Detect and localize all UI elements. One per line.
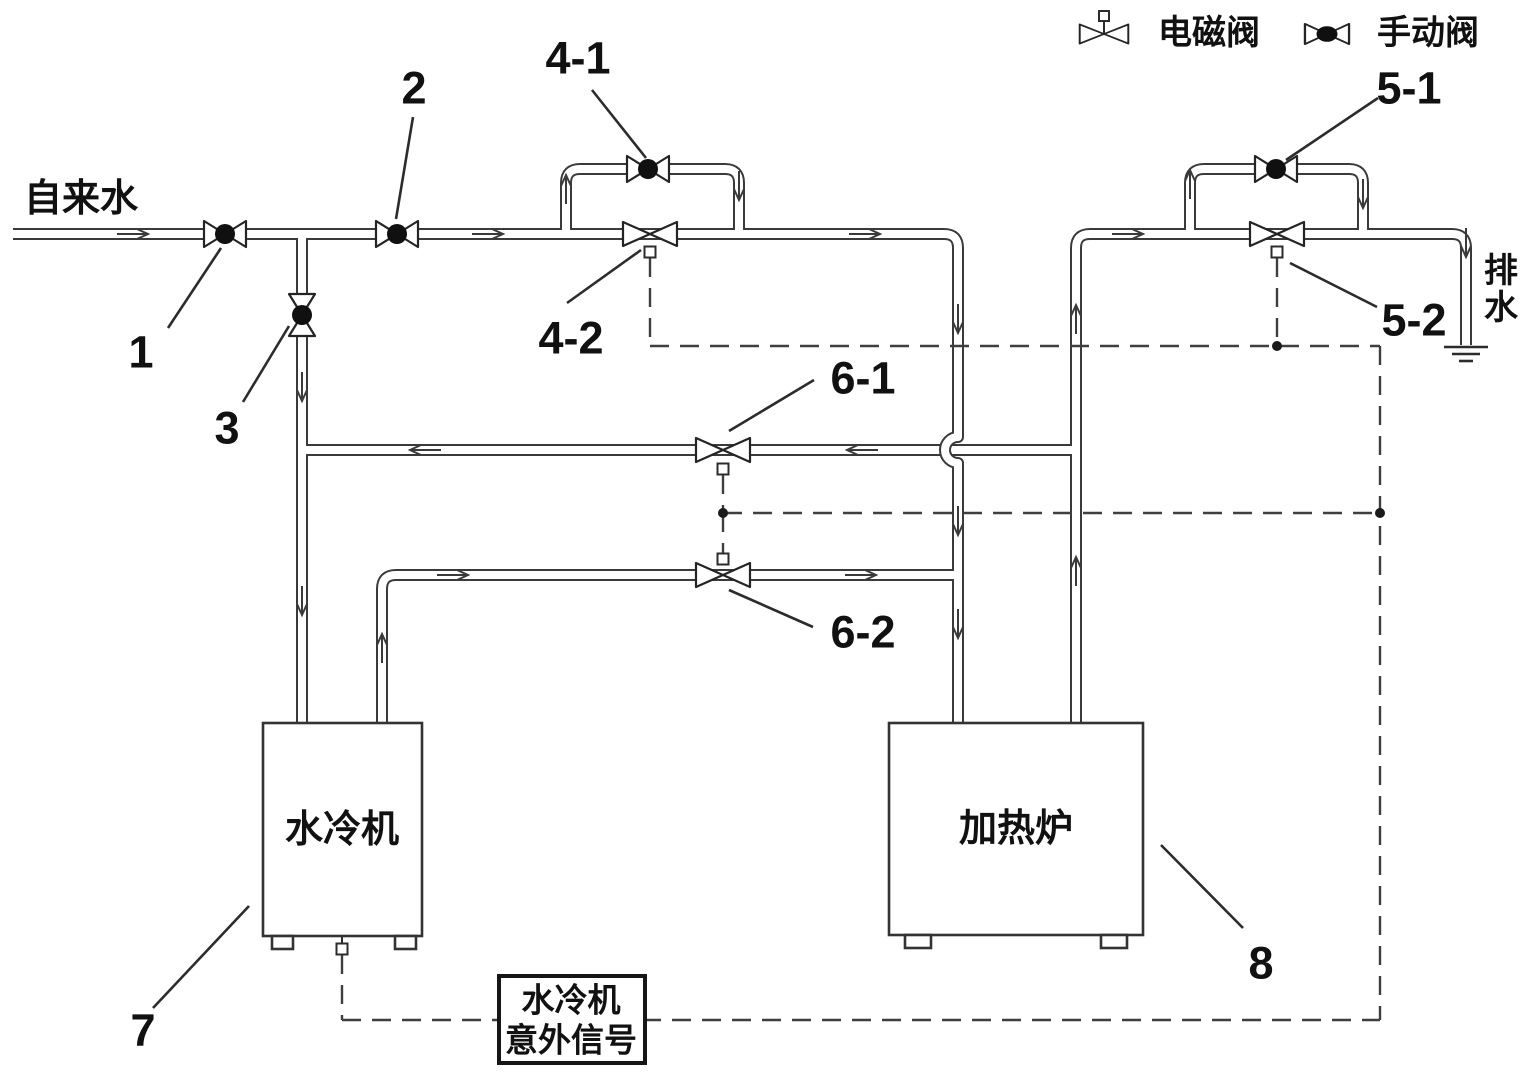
- flow-arrow: [849, 228, 883, 240]
- callout-labels: 1 2 3 4-1 4-2 5-1 5-2 6-1 6-2 7 8: [128, 33, 1446, 1056]
- drain-label-top: 排: [1484, 252, 1518, 290]
- flow-arrow: [376, 631, 388, 663]
- signal-box-line1: 水冷机: [522, 982, 621, 1019]
- callout-2: 2: [401, 63, 426, 114]
- valve-6-2-solenoid: [694, 561, 752, 589]
- legend-solenoid-label: 电磁阀: [1158, 14, 1260, 52]
- signal-lines: [340, 258, 1385, 1022]
- callout-4-2: 4-2: [538, 313, 603, 364]
- callout-3: 3: [214, 403, 239, 454]
- flow-arrow: [952, 506, 964, 538]
- flow-arrow: [844, 444, 878, 456]
- flow-arrow: [1112, 228, 1146, 240]
- flow-arrow: [733, 171, 745, 203]
- valve-4-2-actuator-square: [643, 245, 657, 259]
- flow-arrow: [1460, 228, 1472, 260]
- legend-manual-label: 手动阀: [1377, 14, 1479, 52]
- flow-arrow: [845, 569, 879, 581]
- valve-5-1-manual: [1253, 154, 1299, 184]
- chiller-signal-port: [335, 942, 349, 956]
- callout-6-1: 6-1: [830, 353, 895, 404]
- signal-box-line2: 意外信号: [505, 1022, 637, 1059]
- flow-arrow: [472, 228, 506, 240]
- flow-arrow: [296, 586, 308, 618]
- flow-arrow: [407, 444, 441, 456]
- valve-2-manual: [374, 219, 420, 249]
- valve-5-2-solenoid: [1248, 220, 1306, 248]
- chiller-foot-right: [393, 934, 418, 951]
- flow-arrow: [296, 372, 308, 404]
- flow-arrow: [1070, 302, 1082, 334]
- furnace-foot-left: [903, 933, 933, 950]
- flow-arrow: [437, 569, 471, 581]
- valve-1-manual: [202, 219, 248, 249]
- flow-arrows: [117, 167, 1472, 663]
- valve-3-manual: [287, 292, 317, 338]
- signal-junction-dot: [718, 508, 728, 518]
- signal-junction-dot: [1272, 341, 1282, 351]
- valve-6-2-actuator-square: [716, 552, 730, 566]
- valves: [202, 154, 1306, 589]
- callout-1: 1: [128, 327, 153, 378]
- furnace-foot-right: [1099, 933, 1129, 950]
- tap-water-label: 自来水: [24, 178, 139, 220]
- callout-8: 8: [1248, 938, 1273, 989]
- flow-arrow: [1070, 554, 1082, 586]
- flow-arrow: [560, 172, 572, 204]
- stream-labels: 自来水 排 水: [24, 178, 1519, 327]
- valve-6-1-solenoid: [694, 436, 752, 464]
- valve-4-2-solenoid: [621, 220, 679, 248]
- callout-leaders: [152, 89, 1379, 1009]
- flow-arrow: [1357, 179, 1369, 211]
- callout-6-2: 6-2: [830, 607, 895, 658]
- callout-7: 7: [130, 1005, 155, 1056]
- legend-solenoid-valve-icon: [1078, 10, 1130, 45]
- drain-label-bottom: 水: [1484, 289, 1519, 327]
- chiller-box: 水冷机: [261, 721, 424, 951]
- solenoid-actuators: [335, 245, 1284, 956]
- callout-5-1: 5-1: [1376, 63, 1441, 114]
- valve-6-1-actuator-square: [716, 462, 730, 476]
- chiller-foot-left: [270, 934, 295, 951]
- flow-arrow: [117, 228, 151, 240]
- flow-arrow: [952, 609, 964, 641]
- drain-ground-symbol: [1444, 345, 1488, 363]
- valve-5-2-actuator-square: [1270, 245, 1284, 259]
- flow-arrow: [952, 304, 964, 336]
- flow-arrow: [1184, 167, 1196, 199]
- signal-box: 水冷机 意外信号: [497, 974, 647, 1065]
- legend-manual-valve-icon: [1303, 22, 1351, 46]
- legend: 电磁阀 手动阀: [1078, 10, 1479, 52]
- furnace-box: 加热炉: [887, 721, 1145, 950]
- furnace-label: 加热炉: [959, 808, 1073, 850]
- callout-4-1: 4-1: [545, 33, 610, 84]
- valve-4-1-manual: [625, 154, 671, 184]
- signal-junction-dot: [1375, 508, 1385, 518]
- callout-5-2: 5-2: [1381, 295, 1446, 346]
- chiller-label: 水冷机: [285, 809, 399, 851]
